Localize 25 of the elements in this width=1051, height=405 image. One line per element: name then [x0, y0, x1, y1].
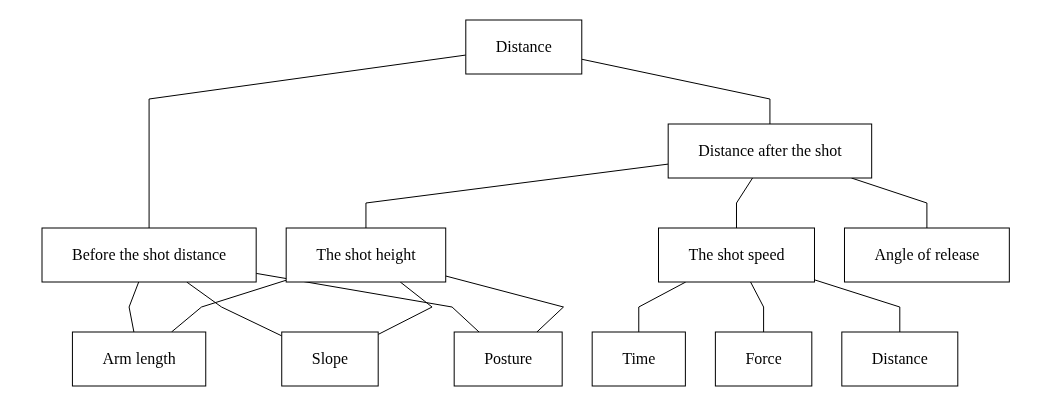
connector — [735, 177, 753, 228]
connector — [128, 281, 140, 332]
node-box: Distance — [841, 331, 959, 386]
node-box: Angle of release — [843, 227, 1010, 282]
node-box: Before the shot distance — [41, 227, 257, 282]
node-box: Posture — [453, 331, 563, 386]
node-box: Distance — [465, 19, 583, 74]
node-box: The shot speed — [657, 227, 815, 282]
connector — [581, 58, 771, 124]
node-box: Time — [591, 331, 686, 386]
connector — [186, 281, 283, 336]
node-box: Slope — [281, 331, 379, 386]
node-box: The shot height — [285, 227, 447, 282]
connector — [749, 281, 764, 332]
connector — [377, 281, 433, 335]
connector — [445, 275, 564, 332]
node-box: Distance after the shot — [667, 123, 872, 178]
node-box: Force — [714, 331, 813, 386]
connector — [813, 278, 901, 332]
connector — [255, 272, 480, 332]
node-box: Arm length — [71, 331, 207, 386]
connector — [170, 279, 287, 332]
connector — [365, 163, 669, 228]
connector — [148, 54, 467, 228]
connector — [638, 281, 687, 332]
